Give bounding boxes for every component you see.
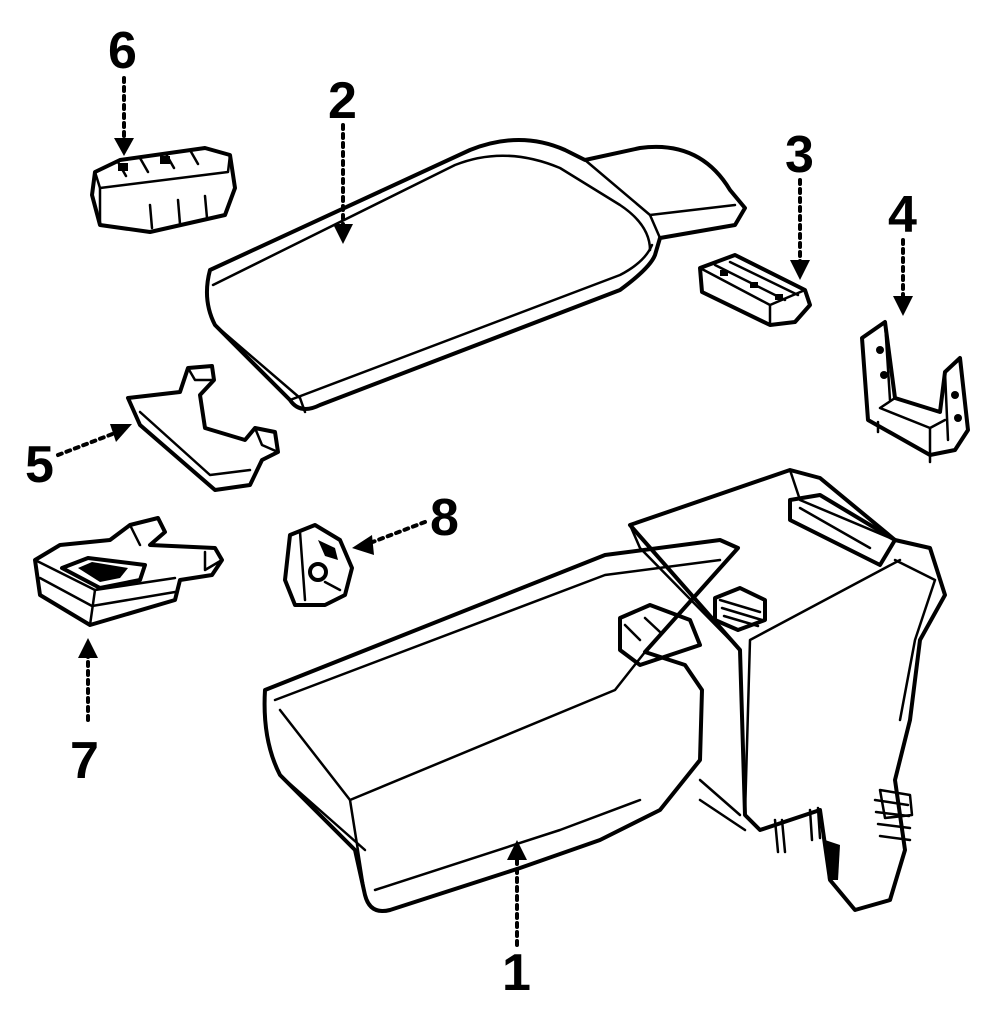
part-6-clip[interactable] (90, 146, 237, 234)
part-2-armrest-lid[interactable] (204, 138, 747, 414)
callout-7: 7 (70, 732, 99, 790)
callout-1: 1 (502, 944, 531, 1002)
callout-2: 2 (328, 72, 357, 130)
callout-arrow-8 (352, 520, 427, 555)
callout-arrow-3 (790, 178, 810, 280)
callout-3: 3 (785, 126, 814, 184)
callout-6: 6 (108, 22, 137, 80)
callout-arrow-2 (333, 123, 353, 244)
callout-8: 8 (430, 489, 459, 547)
part-7-insert[interactable] (33, 516, 224, 627)
part-4-bracket[interactable] (860, 320, 970, 464)
callout-arrow-1 (507, 840, 527, 947)
part-5-latch-bracket[interactable] (126, 364, 280, 492)
callout-arrow-6 (114, 76, 134, 156)
part-3-hinge[interactable] (698, 253, 812, 327)
callout-arrow-7 (78, 638, 98, 722)
callout-arrow-5 (56, 424, 132, 457)
callout-5: 5 (25, 436, 54, 494)
part-8-cover[interactable] (283, 523, 354, 607)
callout-4: 4 (888, 186, 917, 244)
part-1-console-body[interactable] (262, 468, 947, 913)
callout-arrow-4 (893, 238, 913, 316)
